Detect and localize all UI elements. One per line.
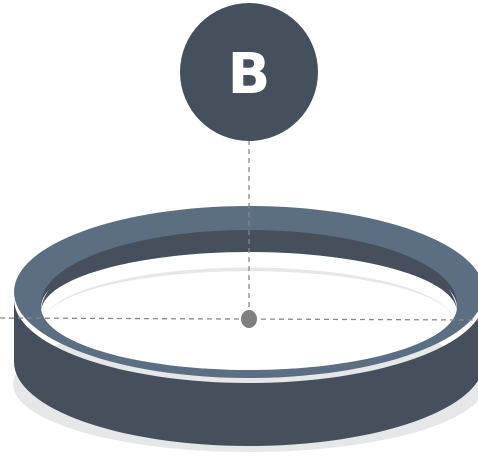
center-dot xyxy=(241,310,257,328)
badge-letter: B xyxy=(228,42,271,107)
